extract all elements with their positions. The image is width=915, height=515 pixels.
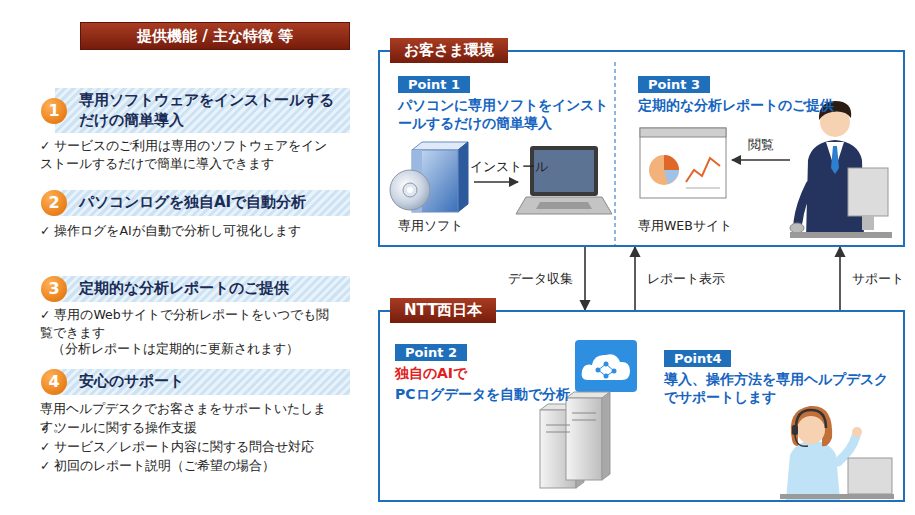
servers bbox=[540, 392, 610, 488]
body-text: ✓ ツールに関する操作支援 bbox=[40, 419, 350, 437]
point-heading: 定期的な分析レポートのご提供 bbox=[638, 96, 888, 114]
point-block: Point4 導入、操作方法を専用ヘルプデスクでサポートします bbox=[664, 348, 896, 406]
point-heading: 独自のAIで bbox=[395, 364, 575, 382]
feature-heading: 4安心のサポート bbox=[55, 369, 350, 395]
connector-arrow bbox=[634, 247, 636, 310]
arrow-caption: インストール bbox=[470, 158, 548, 176]
edge-label: レポート表示 bbox=[645, 270, 727, 288]
website-window bbox=[640, 128, 726, 198]
icon-caption: 専用WEBサイト bbox=[638, 217, 732, 235]
point-tag: Point 3 bbox=[638, 76, 710, 93]
header-band: 提供機能 / 主な特徴 等 bbox=[80, 22, 350, 50]
icon-caption: 専用ソフト bbox=[398, 217, 463, 235]
software-package bbox=[390, 142, 468, 212]
point-heading: 導入、操作方法を専用ヘルプデスクでサポートします bbox=[664, 370, 896, 406]
callout-number: 1 bbox=[41, 98, 67, 124]
body-text: ✓ 操作ログをAIが自動で分析し可視化します bbox=[40, 222, 340, 240]
callout-number: 4 bbox=[41, 369, 67, 395]
helpdesk-operator bbox=[780, 406, 894, 500]
body-text: ✓ サービスのご利用は専用のソフトウェアをインストールするだけで簡単に導入できま… bbox=[40, 137, 340, 172]
callout-number: 3 bbox=[41, 276, 67, 302]
point-block: Point 3 定期的な分析レポートのご提供 bbox=[638, 74, 888, 114]
connector-arrow bbox=[584, 247, 586, 310]
install-arrow bbox=[474, 181, 518, 183]
edge-label: データ収集 bbox=[506, 270, 575, 288]
point-heading: パソコンに専用ソフトをインストールするだけの簡単導入 bbox=[398, 96, 620, 132]
view-arrow bbox=[732, 159, 790, 161]
heading-text: パソコンログを独自AIで自動分析 bbox=[79, 193, 306, 213]
heading-text: 安心のサポート bbox=[79, 372, 184, 392]
body-text: ✓ 専用のWebサイトで分析レポートをいつでも閲覧できます bbox=[40, 306, 340, 341]
point-tag: Point4 bbox=[664, 350, 731, 367]
environment-box: NTT西日本Point 2独自のAIでPCログデータを自動で分析Point4導入… bbox=[378, 310, 905, 502]
heading-text: 定期的な分析レポートのご提供 bbox=[79, 279, 289, 299]
divider-line bbox=[615, 62, 616, 245]
edge-label: サポート bbox=[850, 270, 906, 288]
heading-text: 提供機能 / 主な特徴 等 bbox=[137, 27, 293, 46]
point-block: Point 2 独自のAIで PCログデータを自動で分析 bbox=[395, 342, 575, 403]
customer-person bbox=[790, 101, 892, 238]
region-tab: NTT西日本 bbox=[390, 298, 496, 323]
region-tab: お客さま環境 bbox=[390, 38, 508, 63]
body-text: ✓ 初回のレポート説明（ご希望の場合） bbox=[40, 457, 350, 475]
arrow-caption: 閲覧 bbox=[748, 136, 774, 154]
ai-cloud-icon bbox=[575, 340, 637, 392]
heading-text: 専用ソフトウェアをインストールするだけの簡単導入 bbox=[79, 91, 342, 130]
callout-number: 2 bbox=[41, 190, 67, 216]
body-text: ✓ サービス／レポート内容に関する問合せ対応 bbox=[40, 438, 350, 456]
point-tag: Point 2 bbox=[395, 344, 467, 361]
point-block: Point 1 パソコンに専用ソフトをインストールするだけの簡単導入 bbox=[398, 74, 620, 132]
connector-arrow bbox=[839, 247, 841, 310]
body-text: （分析レポートは定期的に更新されます） bbox=[52, 340, 352, 358]
point-heading: PCログデータを自動で分析 bbox=[395, 385, 575, 403]
laptop bbox=[516, 146, 612, 214]
point-tag: Point 1 bbox=[398, 76, 470, 93]
feature-heading: 3定期的な分析レポートのご提供 bbox=[55, 276, 350, 302]
feature-heading: 2パソコンログを独自AIで自動分析 bbox=[55, 190, 350, 216]
feature-heading: 1専用ソフトウェアをインストールするだけの簡単導入 bbox=[55, 88, 350, 133]
environment-box: お客さま環境Point 1パソコンに専用ソフトをインストールするだけの簡単導入P… bbox=[378, 50, 905, 247]
